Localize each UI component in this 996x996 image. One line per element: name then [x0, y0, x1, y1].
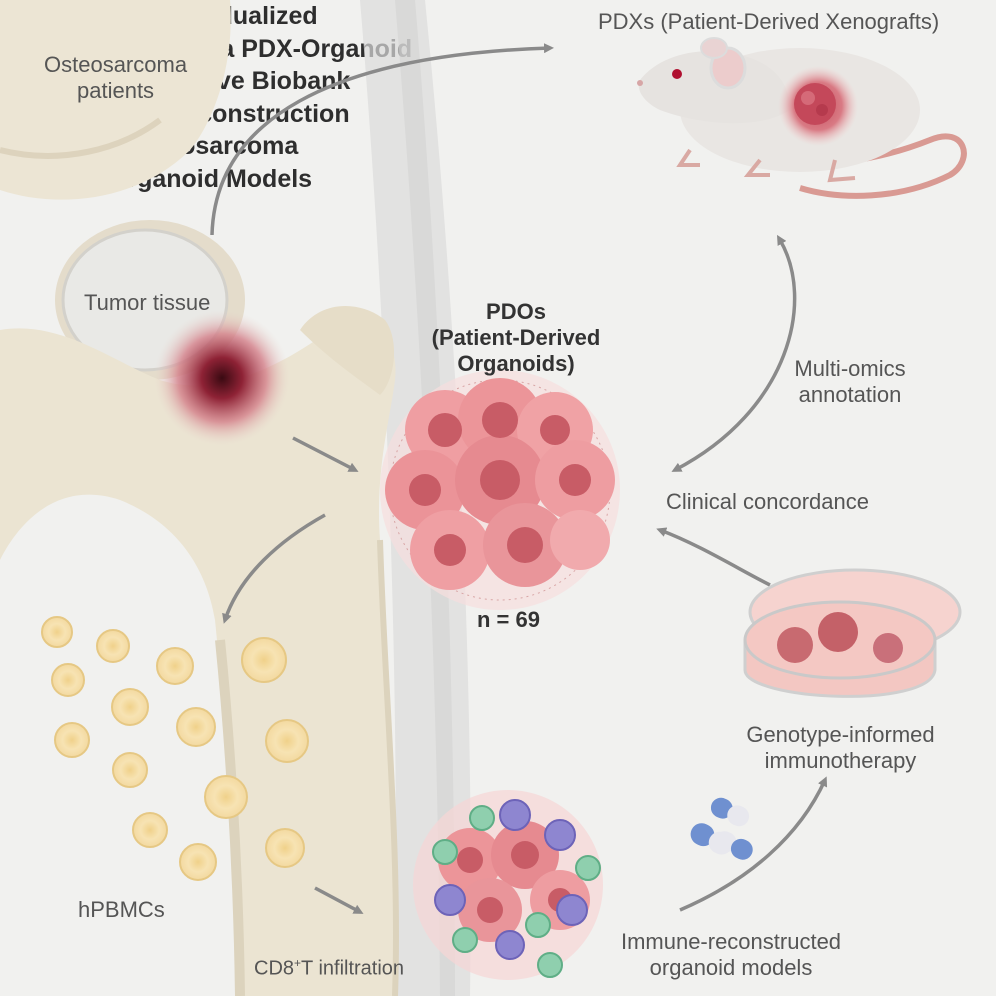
arrow-pdx-pdo-bidirectional: [671, 234, 797, 472]
immune-organoid-icon: [413, 790, 603, 980]
arrow-models-to-therapy: [679, 776, 828, 912]
tumor-tissue-label: Tumor tissue: [84, 290, 211, 315]
genotype-immunotherapy-label: Genotype-informed immunotherapy: [746, 722, 935, 773]
pdo-label: PDOs (Patient-Derived Organoids): [431, 299, 601, 376]
pdx-label: PDXs (Patient-Derived Xenografts): [598, 9, 940, 34]
petri-dish-icon: [743, 568, 962, 698]
flow-arrows: [210, 43, 828, 914]
arrow-bone-to-hpbmc: [222, 513, 326, 624]
pbmc-cells-icon: [41, 616, 309, 881]
immune-models-label: Immune-reconstructed organoid models: [620, 929, 842, 980]
hpbmcs-label: hPBMCs: [78, 897, 165, 922]
multiomics-label: Multi-omics annotation: [794, 356, 906, 407]
arrow-dish-to-pdo: [656, 527, 771, 587]
tumor-spot-icon: [154, 310, 290, 446]
sample-count-label: n = 69: [477, 607, 540, 632]
mouse-icon: [637, 37, 967, 199]
arrow-patients-to-pdx: [210, 43, 554, 236]
arrow-hpbmc-to-models: [314, 886, 364, 914]
organoid-cluster-icon: [380, 370, 620, 610]
osteosarcoma-patients-label: Osteosarcoma patients: [44, 52, 188, 103]
clinical-concordance-label: Clinical concordance: [666, 489, 869, 514]
capsule-pills-icon: [690, 797, 753, 860]
arrow-tissue-to-pdo: [292, 436, 359, 472]
cd8-infiltration-label: CD8+T infiltration: [254, 956, 405, 980]
femur-bone-icon: [0, 0, 400, 996]
